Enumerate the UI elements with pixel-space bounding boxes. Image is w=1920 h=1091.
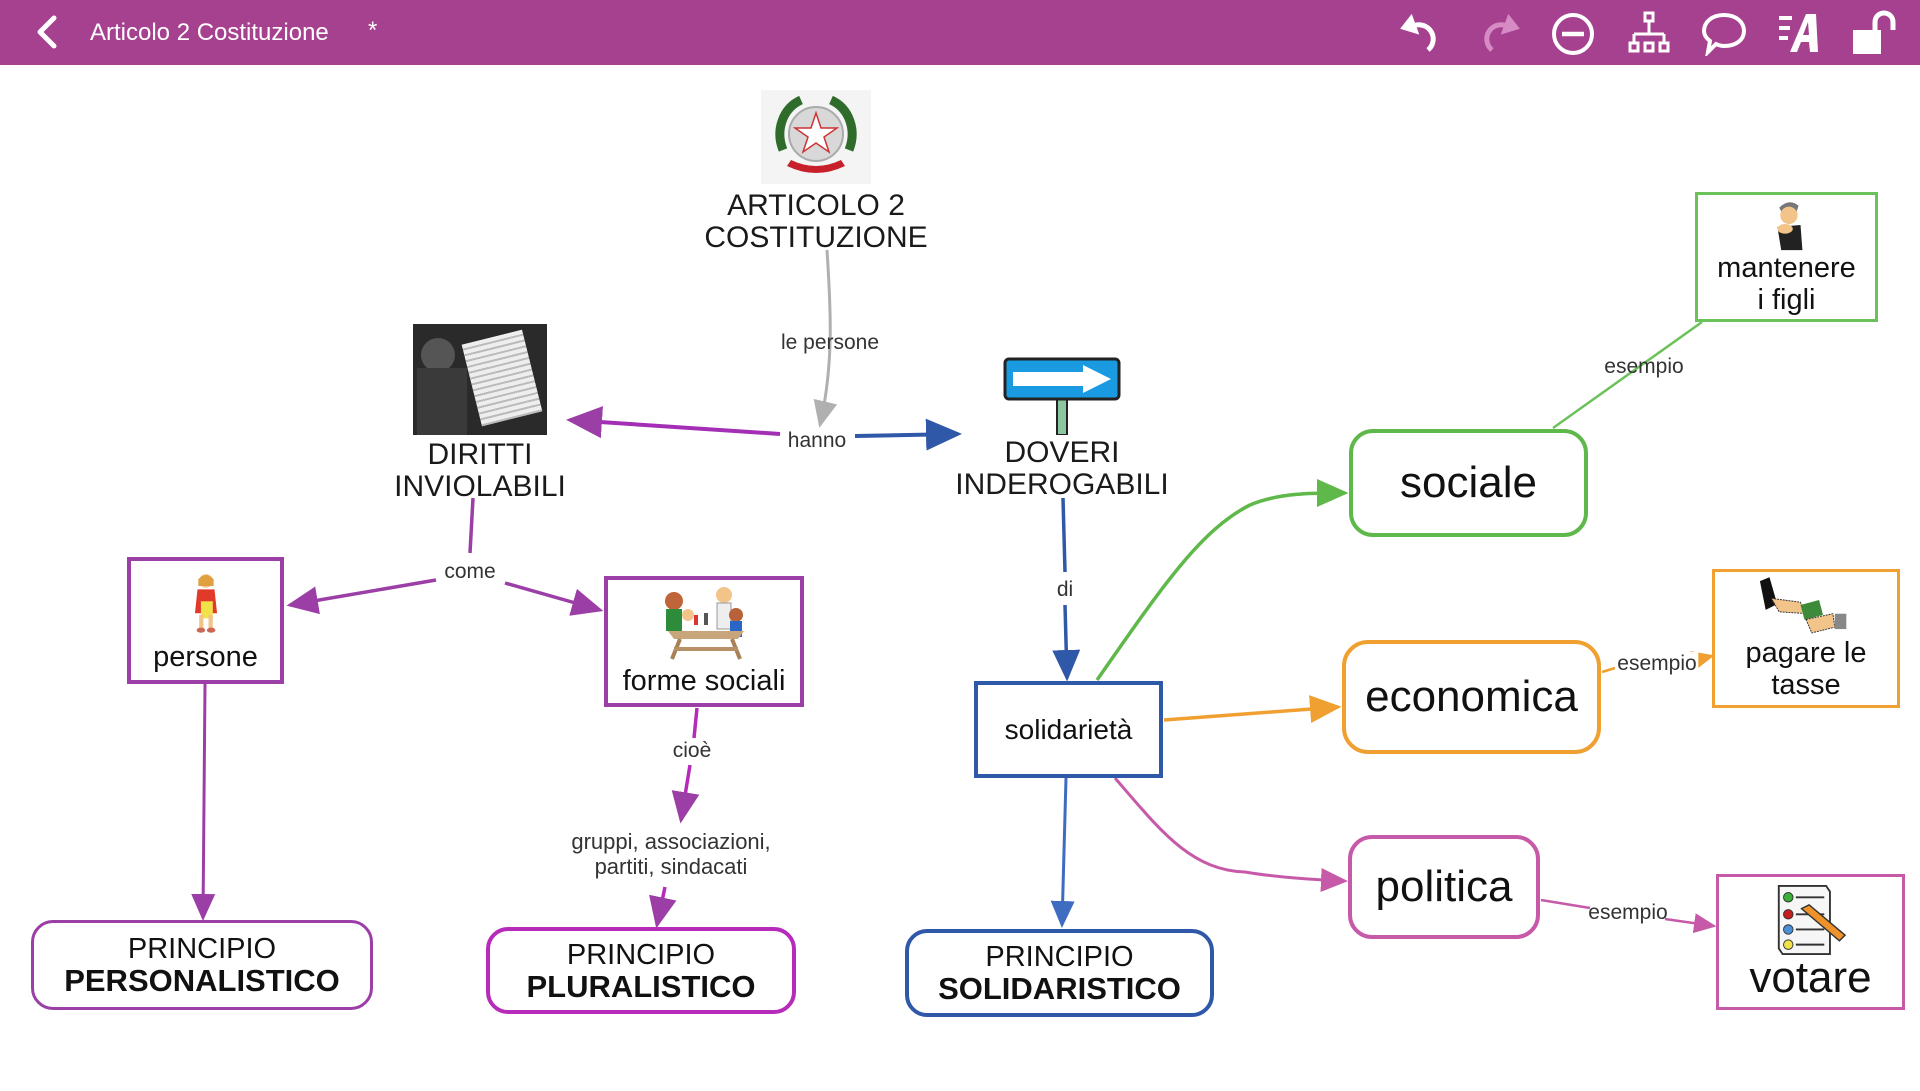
unsaved-indicator: * <box>368 17 378 44</box>
node-root-articolo-2[interactable]: ARTICOLO 2 COSTITUZIONE <box>676 90 956 254</box>
node-economica-label: economica <box>1365 672 1578 721</box>
chevron-left-icon <box>37 15 57 49</box>
family-table-pictogram-icon <box>665 587 744 660</box>
node-mantenere-line2: i figli <box>1757 284 1816 316</box>
italian-emblem-icon <box>761 90 871 184</box>
node-diritti-line1: DIRITTI <box>427 438 533 471</box>
node-solidarieta-label: solidarietà <box>1004 713 1133 745</box>
principio-personalistico-line1: PRINCIPIO <box>127 933 277 965</box>
link-label-esempio-economica[interactable]: esempio <box>1615 652 1699 676</box>
paying-pictogram-icon <box>1759 576 1847 633</box>
node-principio-personalistico[interactable]: PRINCIPIO PERSONALISTICO <box>31 920 373 1010</box>
link-label-esempio-politica[interactable]: esempio <box>1588 901 1668 924</box>
text-format-icon <box>1779 14 1818 52</box>
document-title: Articolo 2 Costituzione <box>90 19 329 46</box>
node-root-line1: ARTICOLO 2 <box>727 189 905 222</box>
link-label-hanno[interactable]: hanno <box>785 429 849 453</box>
lock-button[interactable] <box>1851 10 1899 56</box>
redo-button[interactable] <box>1474 10 1522 56</box>
node-gruppi-line1: gruppi, associazioni, <box>571 829 771 854</box>
link-label-le-persone[interactable]: le persone <box>780 331 880 354</box>
node-mantenere-line1: mantenere <box>1717 252 1856 284</box>
undo-button[interactable] <box>1398 10 1446 56</box>
node-votare[interactable]: votare <box>1716 874 1905 1010</box>
link-label-esempio-sociale[interactable]: esempio <box>1604 355 1684 378</box>
unlock-icon <box>1853 10 1896 54</box>
node-solidarieta[interactable]: solidarietà <box>974 681 1163 778</box>
node-politica[interactable]: politica <box>1348 835 1540 939</box>
node-politica-label: politica <box>1375 862 1513 911</box>
node-mantenere-i-figli[interactable]: mantenere i figli <box>1695 192 1878 322</box>
node-sociale-label: sociale <box>1400 458 1537 507</box>
node-doveri-inderogabili[interactable]: DOVERI INDEROGABILI <box>942 357 1182 501</box>
hierarchy-button[interactable] <box>1625 10 1673 56</box>
node-principio-solidaristico[interactable]: PRINCIPIO SOLIDARISTICO <box>905 929 1214 1017</box>
girl-pictogram-icon <box>194 574 217 633</box>
node-pagare-line2: tasse <box>1771 668 1841 701</box>
minus-circle-icon <box>1552 13 1594 55</box>
node-diritti-inviolabili[interactable]: DIRITTI INVIOLABILI <box>360 324 600 503</box>
node-gruppi-line2: partiti, sindacati <box>594 854 748 879</box>
remove-node-button[interactable] <box>1549 10 1597 56</box>
parent-pictogram-icon <box>1776 202 1802 251</box>
one-way-sign-icon <box>1003 357 1121 435</box>
node-root-line2: COSTITUZIONE <box>704 221 928 254</box>
text-style-button[interactable] <box>1776 10 1824 56</box>
principio-personalistico-line2: PERSONALISTICO <box>64 963 340 998</box>
node-pagare-le-tasse[interactable]: pagare le tasse <box>1712 569 1900 708</box>
link-label-come[interactable]: come <box>442 560 498 584</box>
hierarchy-icon <box>1628 11 1670 53</box>
principio-pluralistico-line1: PRINCIPIO <box>566 938 716 971</box>
undo-icon <box>1400 13 1436 52</box>
link-label-di[interactable]: di <box>1054 578 1076 602</box>
app-toolbar: Articolo 2 Costituzione * <box>0 0 1920 65</box>
principio-pluralistico-line2: PLURALISTICO <box>526 968 756 1004</box>
principio-solidaristico-line2: SOLIDARISTICO <box>938 971 1181 1006</box>
ballot-pictogram-icon <box>1777 884 1846 956</box>
node-sociale[interactable]: sociale <box>1349 429 1588 537</box>
node-pagare-line1: pagare le <box>1745 636 1867 669</box>
speech-bubble-icon <box>1701 12 1747 58</box>
node-gruppi-associazioni[interactable]: gruppi, associazioni, partiti, sindacati <box>530 829 812 879</box>
node-economica[interactable]: economica <box>1342 640 1601 754</box>
back-button[interactable] <box>28 12 68 52</box>
node-principio-pluralistico[interactable]: PRINCIPIO PLURALISTICO <box>486 927 796 1014</box>
node-doveri-line1: DOVERI <box>1004 436 1120 469</box>
link-label-cioe[interactable]: cioè <box>670 739 714 763</box>
node-doveri-line2: INDEROGABILI <box>955 468 1169 501</box>
principio-solidaristico-line1: PRINCIPIO <box>985 941 1134 973</box>
node-diritti-line2: INVIOLABILI <box>394 470 566 503</box>
node-persone[interactable]: persone <box>127 557 284 684</box>
node-forme-sociali[interactable]: forme sociali <box>604 576 804 707</box>
node-forme-sociali-label: forme sociali <box>622 665 786 697</box>
node-persone-label: persone <box>153 641 258 673</box>
redo-icon <box>1484 13 1520 52</box>
newspaper-photo-icon <box>413 324 547 435</box>
comment-button[interactable] <box>1700 10 1748 58</box>
node-votare-label: votare <box>1749 953 1872 1002</box>
